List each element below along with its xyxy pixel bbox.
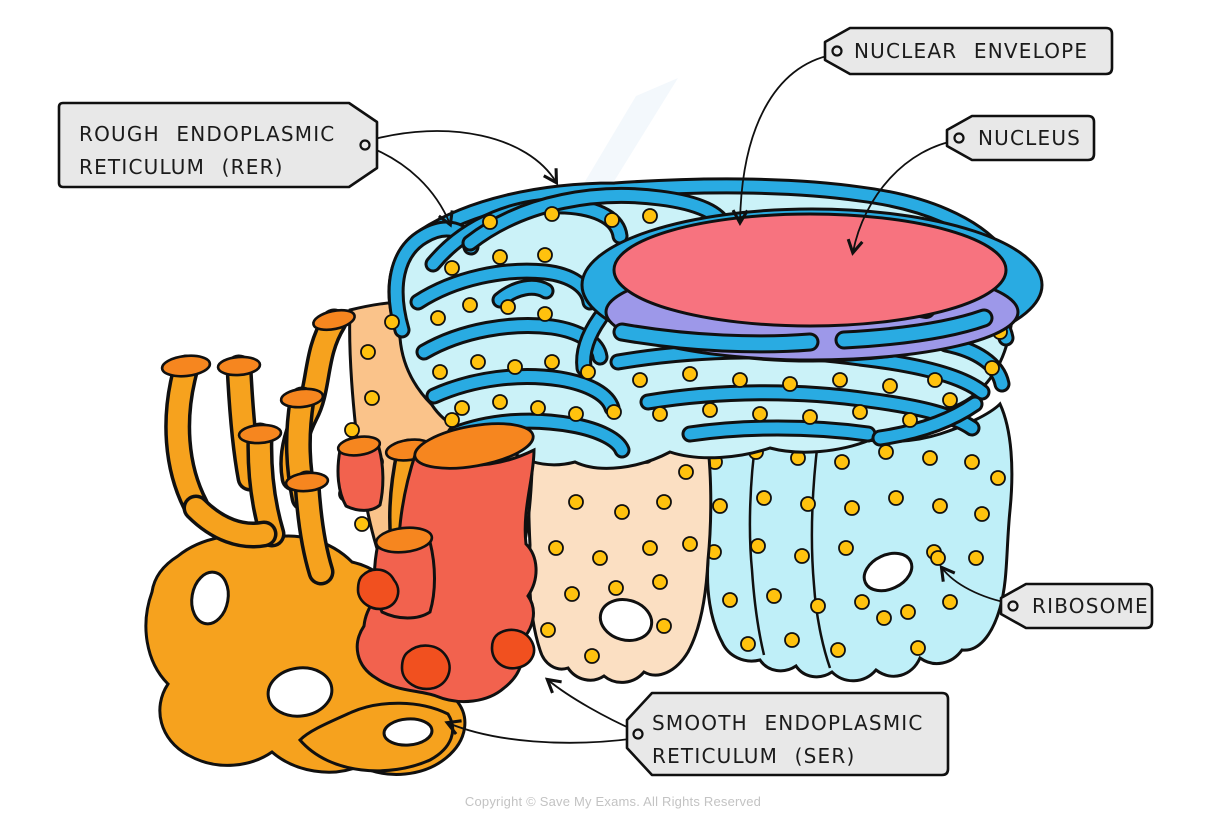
red-tube-opening (413, 422, 535, 470)
tag-eyelet-icon (359, 139, 371, 151)
tag-shape (57, 101, 379, 189)
tag-eyelet-icon (831, 45, 843, 57)
tag-shape (999, 582, 1154, 630)
nuclear-envelope-label: NUCLEAR ENVELOPE (854, 39, 1088, 63)
rer-arrow-1 (366, 145, 454, 228)
copyright-text: Copyright © Save My Exams. All Rights Re… (464, 794, 762, 809)
tag-shape (625, 691, 950, 777)
ser-arrow-2 (444, 719, 639, 744)
label-arrows (366, 53, 1014, 744)
label-nuclear-envelope: NUCLEAR ENVELOPE (820, 24, 1116, 82)
label-ribosome: RIBOSOME (996, 580, 1156, 636)
nucleus-arrow (846, 139, 960, 256)
smooth-er-red (297, 422, 538, 773)
nuclear-envelope-arrow (731, 53, 838, 226)
rer-curtain-sheets (698, 401, 1014, 683)
sheet-hole (598, 598, 654, 642)
tag-shape (823, 26, 1114, 76)
rer-label-line2: RETICULUM (RER) (79, 155, 284, 179)
tag-shape (945, 114, 1096, 162)
curtain-hole (862, 551, 914, 593)
ser-label-line2: RETICULUM (SER) (652, 744, 855, 768)
tag-eyelet-icon (1007, 600, 1019, 612)
red-er-inner-blobs (356, 568, 536, 691)
nucleus-group (580, 207, 1044, 363)
tag-eyelet-icon (953, 132, 965, 144)
rer-arrow-2 (366, 130, 559, 186)
nucleus-label: NUCLEUS (978, 126, 1081, 150)
label-nucleus: NUCLEUS (942, 112, 1098, 168)
rer-label-line1: ROUGH ENDOPLASMIC (79, 122, 335, 146)
label-rer: ROUGH ENDOPLASMIC RETICULUM (RER) (55, 98, 381, 196)
ser-label-line1: SMOOTH ENDOPLASMIC (652, 711, 924, 735)
ribosome-label: RIBOSOME (1032, 594, 1149, 618)
nucleus-body (612, 212, 1008, 328)
tag-eyelet-icon (632, 728, 644, 740)
label-ser: SMOOTH ENDOPLASMIC RETICULUM (SER) (622, 688, 952, 784)
